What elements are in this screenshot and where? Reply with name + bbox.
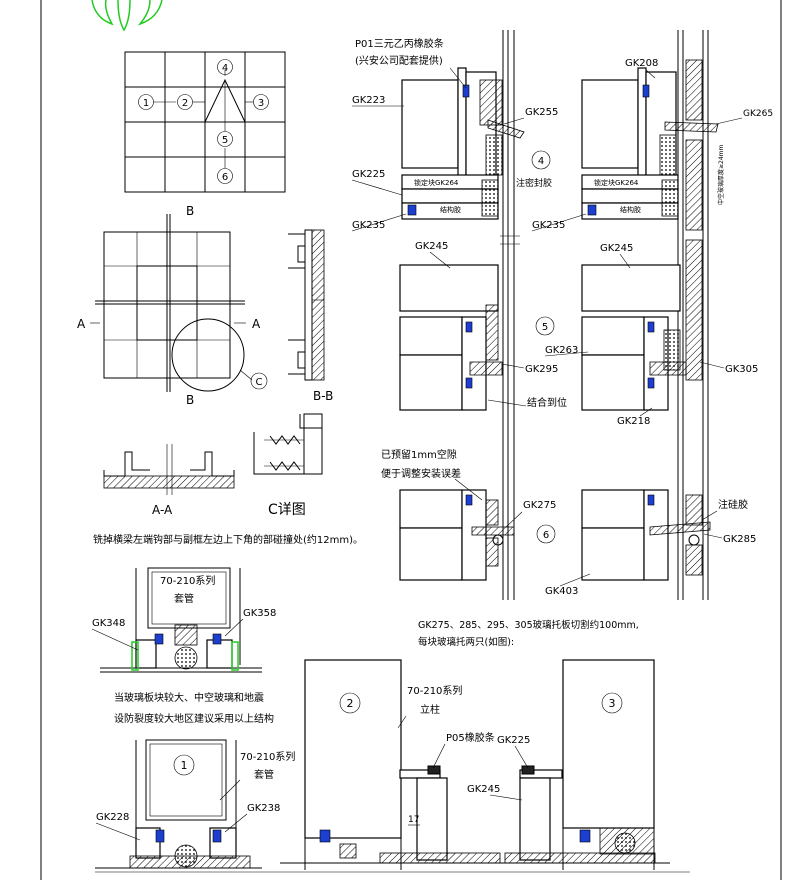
fit-label: 结合到位 — [527, 396, 567, 409]
detail-6-right — [581, 489, 711, 581]
detail-callout-6: 6 — [543, 530, 549, 541]
part-gk255: GK255 — [525, 107, 558, 118]
gap-note-1: 已预留1mm空隙 — [381, 448, 457, 461]
part-gk263: GK263 — [545, 345, 578, 356]
detail-6-right-labels: 注硅胶 GK285 GK403 — [545, 498, 756, 597]
grid-label-1: 1 — [143, 98, 149, 109]
detail-4-right — [581, 30, 719, 600]
part-gk223: GK223 — [352, 95, 385, 106]
part-gk245: GK245 — [415, 241, 448, 252]
detail-callout-3: 3 — [609, 697, 616, 710]
detail-3-labels: GK225 GK245 — [467, 735, 530, 801]
gap-note-2: 便于调整安装误差 — [381, 467, 461, 480]
detail-2-labels: 70-210系列 立柱 P05橡胶条 17 — [397, 684, 495, 825]
section-bb-label: B-B — [313, 389, 333, 403]
detail-6-left-labels: 已预留1mm空隙 便于调整安装误差 GK275 6 — [381, 448, 556, 544]
part-gk358: GK358 — [243, 608, 276, 619]
glass-note-2: 设防裂度较大地区建议采用以上结构 — [114, 712, 274, 725]
rubber-label-1: P01三元乙丙橡胶条 — [355, 37, 444, 50]
grid-label-4: 4 — [222, 63, 228, 74]
sleeve-detail-top-labels: 70-210系列 套管 GK348 GK358 — [91, 574, 276, 651]
part-gk228: GK228 — [96, 812, 129, 823]
detail-3: 3 — [500, 659, 670, 870]
detail-2: 2 — [280, 659, 506, 870]
structural-label-b: 结构胶 — [620, 205, 641, 214]
panel-labels: A A B B C — [77, 204, 268, 407]
section-aa-label: A-A — [152, 503, 173, 517]
section-b-bottom: B — [186, 393, 194, 407]
part-gk348: GK348 — [92, 618, 125, 629]
part-gk295: GK295 — [525, 364, 558, 375]
sleeve-label-2: 套管 — [254, 768, 274, 781]
sheet-border — [40, 0, 782, 880]
pallet-note-1: GK275、285、295、305玻璃托板切割约100mm, — [418, 619, 639, 631]
section-aa: A-A — [103, 444, 235, 517]
sleeve-label-1: 套管 — [174, 592, 194, 605]
part-gk245-c: GK245 — [467, 784, 500, 795]
series-label-1: 70-210系列 — [160, 574, 215, 587]
detail-callout-2: 2 — [347, 697, 354, 710]
grid-label-5: 5 — [222, 135, 228, 146]
mullion-label: 立柱 — [420, 703, 440, 716]
detail-1: 1 — [95, 739, 262, 869]
series-label-2: 70-210系列 — [240, 750, 295, 763]
dim-17: 17 — [408, 815, 419, 825]
detail-6-left — [399, 489, 515, 581]
part-gk208: GK208 — [625, 58, 658, 69]
part-gk225-b: GK225 — [497, 735, 530, 746]
detail-callout-5: 5 — [542, 322, 548, 333]
glass-note-1: 当玻璃板块较大、中空玻璃和地震 — [114, 691, 264, 704]
panel-plan — [90, 214, 253, 392]
detail-4-left-labels: P01三元乙丙橡胶条 (兴安公司配套提供) GK223 GK255 4 注密封胶… — [351, 37, 558, 232]
part-gk305: GK305 — [725, 364, 758, 375]
section-a-right: A — [252, 317, 261, 331]
detail-5-right — [581, 239, 703, 411]
rubber-label-2: (兴安公司配套提供) — [355, 54, 443, 67]
part-gk225: GK225 — [352, 169, 385, 180]
part-gk285: GK285 — [723, 534, 756, 545]
part-gk218: GK218 — [617, 416, 650, 427]
series-label-3: 70-210系列 — [407, 684, 462, 697]
c-detail: C详图 — [253, 413, 323, 518]
p05-label: P05橡胶条 — [446, 731, 495, 744]
detail-4-left — [401, 30, 525, 600]
section-a-left: A — [77, 317, 86, 331]
block-label: 锁定块GK264 — [414, 178, 459, 187]
grid-label-3: 3 — [258, 98, 264, 109]
detail-5-left-labels: GK245 5 GK295 结合到位 — [415, 241, 567, 409]
grid-callouts: 1 2 3 4 5 6 — [138, 59, 269, 184]
detail-c-marker: C — [256, 377, 263, 388]
section-b-top: B — [186, 204, 194, 218]
detail-callout-4: 4 — [538, 156, 544, 167]
part-gk245-b: GK245 — [600, 243, 633, 254]
part-gk238: GK238 — [247, 803, 280, 814]
elevation-grid — [124, 51, 286, 193]
sleeve-detail-top — [100, 567, 262, 673]
part-gk275: GK275 — [523, 500, 556, 511]
hollow-glass-label: 中空玻璃厚度≥24mm — [717, 144, 725, 205]
part-gk265: GK265 — [743, 109, 773, 119]
milling-note: 铣掉横梁左端钩部与副框左边上下角的部碰撞处(约12mm)。 — [93, 533, 363, 546]
detail-5-left — [399, 264, 503, 411]
part-gk403: GK403 — [545, 586, 578, 597]
pallet-note-2: 每块玻璃托两只(如图): — [418, 636, 514, 648]
detail-1-labels: 70-210系列 套管 GK228 GK238 — [95, 750, 295, 841]
seal-label: 注密封胶 — [516, 177, 552, 189]
logo-mark — [91, 0, 163, 32]
section-bb: B-B — [288, 229, 333, 403]
block-label-b: 锁定块GK264 — [594, 178, 639, 187]
grid-label-6: 6 — [222, 172, 228, 183]
grid-label-2: 2 — [182, 98, 188, 109]
c-detail-title: C详图 — [268, 502, 306, 518]
structural-label: 结构胶 — [440, 205, 461, 214]
detail-5-right-labels: GK245 GK263 GK305 GK218 — [544, 243, 758, 427]
detail-callout-1: 1 — [181, 759, 188, 772]
silicone-label: 注硅胶 — [718, 498, 748, 511]
detail-4-right-labels: GK208 GK265 中空玻璃厚度≥24mm 锁定块GK264 结构胶 GK2… — [531, 58, 773, 232]
